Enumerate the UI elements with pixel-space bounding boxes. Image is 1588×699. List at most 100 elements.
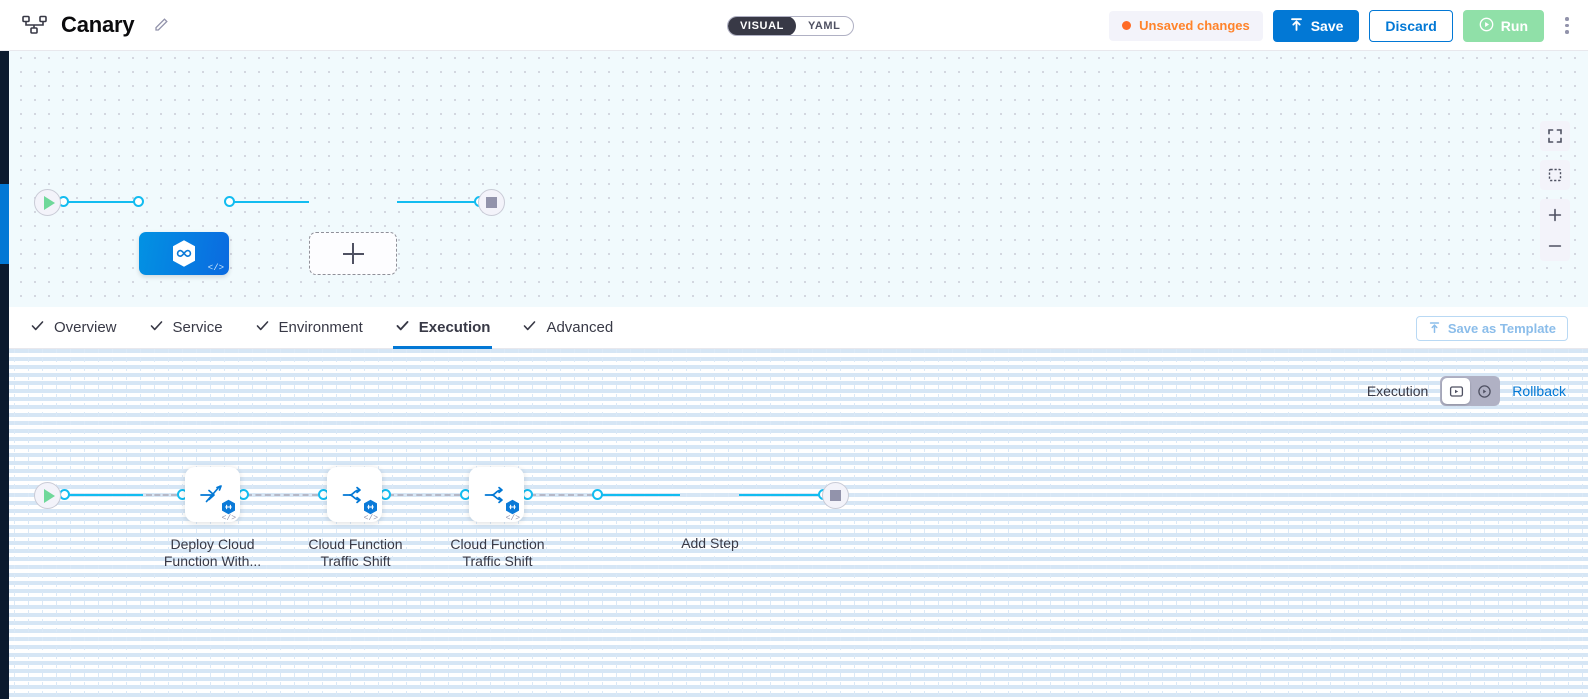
step-1-label: Deploy Cloud Function With... [151,536,274,570]
save-upload-icon [1289,17,1304,35]
run-button-label: Run [1500,17,1528,34]
stage-end-node[interactable] [478,189,505,216]
add-step-label: Add Step [681,535,739,551]
stage-input-port[interactable] [133,196,144,207]
rollback-link[interactable]: Rollback [1512,383,1566,399]
discard-button-label: Discard [1385,17,1437,34]
run-button[interactable]: Run [1462,9,1544,42]
check-icon [522,318,537,337]
template-upload-icon [1428,321,1441,337]
harness-hexagon-icon [171,239,197,268]
step-1-label-line2: Function With... [163,553,262,569]
unsaved-label: Unsaved changes [1139,18,1250,33]
start-play-icon [43,488,55,503]
check-icon [395,318,410,337]
tab-overview[interactable]: Overview [30,307,117,349]
step-3-label-line1: Cloud Function [450,536,545,552]
plus-icon [342,243,364,264]
stage-code-mark: </> [207,263,224,273]
connector-step-3-to-group-exit [530,494,593,496]
start-play-icon [43,195,55,210]
stage-start-node[interactable] [34,189,61,216]
connector-start-to-stage [64,201,139,203]
connector-start-to-group [65,494,143,496]
connector-stage-to-addstage [230,201,309,203]
stage-canvas[interactable]: </> helloHttp Add Stage [0,51,1588,307]
deploy-traffic-icon [199,484,222,502]
end-stop-icon [486,197,497,208]
save-as-template-button[interactable]: Save as Template [1415,316,1568,341]
zoom-out-icon[interactable] [1540,230,1570,261]
run-play-icon [1479,17,1494,35]
header-actions: Unsaved changes Save Discard [1109,0,1578,51]
step-code-mark: </> [363,514,378,523]
step-code-mark: </> [221,514,236,523]
left-nav-strip [0,51,9,699]
step-2-label-line1: Cloud Function [308,536,403,552]
app-header: Canary VISUAL YAML Unsaved changes [0,0,1588,51]
tab-service-label: Service [172,319,223,336]
step-code-mark: </> [505,514,520,523]
tab-environment-label: Environment [278,319,363,336]
save-button-label: Save [1310,17,1344,34]
execution-view-toggle[interactable] [1440,376,1501,406]
stage-tabs: Overview Service Environment Execution A… [0,307,1588,349]
header-left: Canary [0,12,169,38]
end-stop-icon [830,490,841,501]
hexagon-badge-icon [363,499,378,515]
tab-advanced[interactable]: Advanced [522,307,613,349]
unsaved-dot-icon [1122,21,1132,30]
tab-environment[interactable]: Environment [255,307,363,349]
execution-canvas[interactable]: Execution Rollback [0,349,1588,699]
execution-label: Execution [1366,383,1429,399]
check-icon [30,318,45,337]
fit-to-view-icon[interactable] [1540,160,1570,190]
discard-button[interactable]: Discard [1369,9,1453,42]
page-title: Canary [61,12,135,37]
mode-option-yaml[interactable]: YAML [807,20,841,32]
group-output-port[interactable] [592,489,603,500]
zoom-in-icon[interactable] [1540,199,1570,230]
stage-output-port[interactable] [224,196,235,207]
tab-overview-label: Overview [54,319,117,336]
execution-rollback-switch: Execution Rollback [1367,376,1566,406]
tab-advanced-label: Advanced [546,319,614,336]
step-1-label-line1: Deploy Cloud [170,536,255,552]
hexagon-badge-icon [505,499,520,515]
step-node-traffic-shift-2[interactable]: </> [469,467,524,523]
rollback-view-icon[interactable] [1470,378,1498,404]
add-stage-button[interactable] [309,232,397,275]
step-node-traffic-shift-1[interactable]: </> [327,467,382,523]
connector-addstep-to-end [739,494,824,496]
stage-node-hellohttp[interactable]: </> [139,232,229,275]
step-2-label-line2: Traffic Shift [320,553,391,569]
fullscreen-icon[interactable] [1540,121,1570,151]
kebab-menu-icon[interactable] [1556,10,1578,42]
pipeline-nodes-icon [22,15,48,35]
execution-end-node[interactable] [822,482,849,509]
connector-group-to-step-1 [146,494,177,496]
status-badge-unsaved: Unsaved changes [1109,10,1263,41]
zoom-controls [1540,199,1570,261]
execution-view-icon[interactable] [1442,378,1471,404]
check-icon [255,318,270,337]
connector-step-1-to-step-2 [246,494,318,496]
tab-execution[interactable]: Execution [392,307,493,349]
step-3-label-line2: Traffic Shift [462,553,533,569]
save-as-template-label: Save as Template [1447,321,1556,336]
save-button[interactable]: Save [1272,9,1360,42]
canvas-controls [1540,121,1570,261]
connector-group-to-addstep [598,494,680,496]
connector-addstage-to-end [397,201,480,203]
connector-step-2-to-step-3 [388,494,460,496]
left-nav-active-indicator [0,184,9,264]
mode-option-visual[interactable]: VISUAL [728,17,796,35]
execution-start-node[interactable] [34,482,61,509]
traffic-split-icon [342,486,361,503]
hexagon-badge-icon [221,499,236,515]
pencil-icon[interactable] [153,17,169,33]
tab-service[interactable]: Service [149,307,223,349]
step-node-deploy-cloud-function[interactable]: </> [185,467,240,523]
mode-toggle[interactable]: VISUAL YAML [727,16,854,36]
